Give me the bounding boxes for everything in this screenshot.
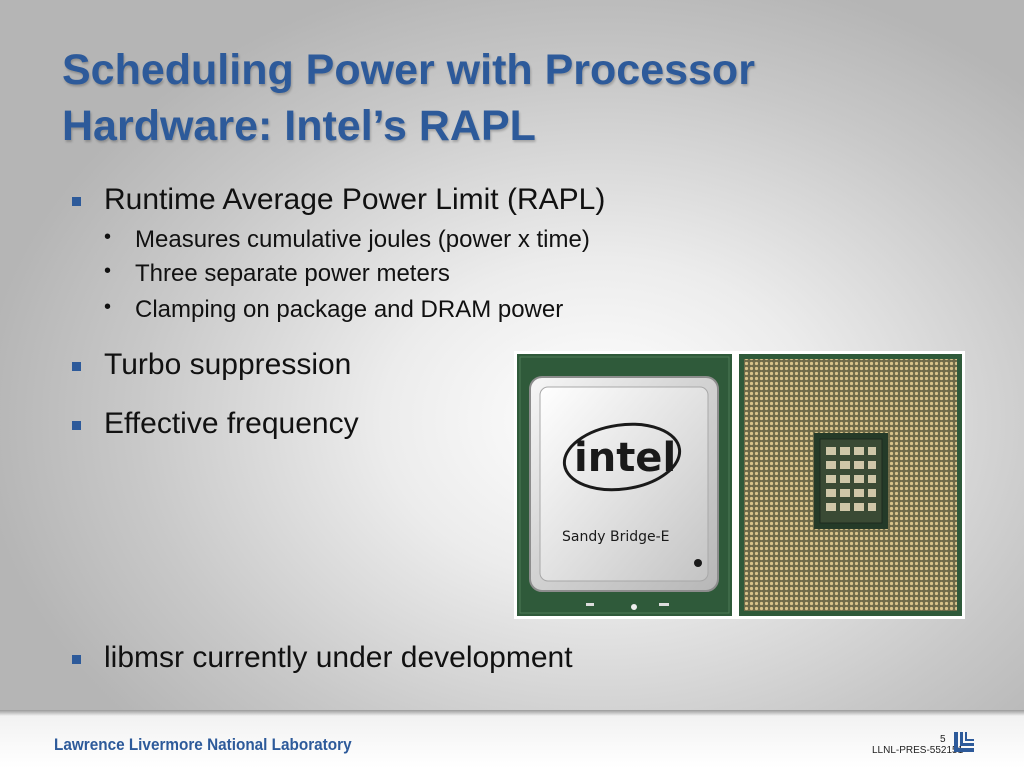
bullet-text: libmsr currently under development — [104, 641, 573, 674]
lab-name: Lawrence Livermore National Laboratory — [54, 735, 352, 754]
llnl-logo-icon — [952, 730, 976, 759]
square-bullet-icon — [72, 197, 81, 206]
intel-logo-icon: intel — [562, 422, 682, 492]
cpu-photo-graphic: intel Sandy Bridge-E — [517, 354, 962, 616]
dot-bullet-icon: • — [104, 226, 112, 248]
dot-bullet-icon: • — [104, 260, 112, 282]
cpu-front: intel Sandy Bridge-E — [517, 354, 732, 616]
cpu-back — [739, 354, 962, 616]
sub-bullet-text: Three separate power meters — [135, 260, 450, 287]
footer-bar — [0, 710, 1024, 768]
bullet-text: Effective frequency — [104, 407, 359, 440]
cpu-photo: intel Sandy Bridge-E — [514, 351, 965, 619]
title-line-2: Hardware: Intel’s RAPL — [62, 102, 536, 150]
slide-title: Scheduling Power with Processor Hardware… — [62, 42, 982, 154]
sub-bullet-text: Clamping on package and DRAM power — [135, 296, 564, 323]
dot-bullet-icon: • — [104, 296, 112, 318]
sub-bullet-text: Measures cumulative joules (power x time… — [135, 226, 590, 253]
bullet-text: Turbo suppression — [104, 348, 352, 381]
square-bullet-icon — [72, 362, 81, 371]
square-bullet-icon — [72, 421, 81, 430]
chip-model-label: Sandy Bridge-E — [562, 529, 670, 545]
document-id: LLNL-PRES-552151 — [872, 745, 964, 756]
title-line-1: Scheduling Power with Processor — [62, 46, 755, 94]
intel-logo-text: intel — [574, 435, 676, 481]
page-number: 5 — [940, 734, 946, 745]
square-bullet-icon — [72, 655, 81, 664]
bullet-text: Runtime Average Power Limit (RAPL) — [104, 183, 606, 216]
